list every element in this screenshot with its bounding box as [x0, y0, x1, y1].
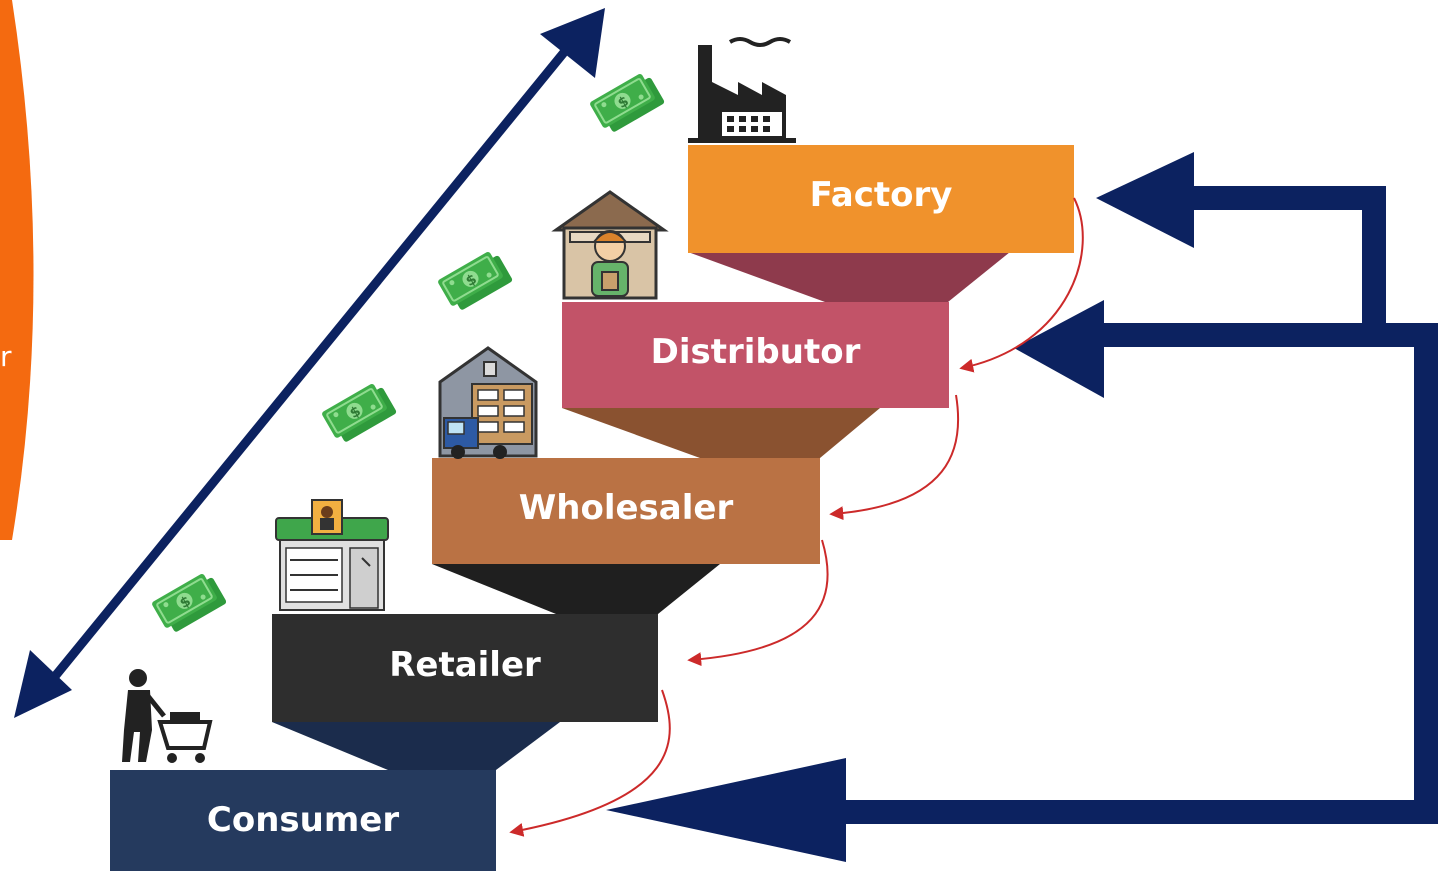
wholesaler-bar [432, 458, 820, 564]
wholesaler-label: Wholesaler [518, 488, 734, 528]
flow-curves [509, 197, 1084, 837]
factory-icon [688, 37, 796, 143]
connector-wholesaler-retailer [432, 564, 720, 614]
money-bills-icon [150, 568, 229, 637]
connector-retailer-consumer [272, 722, 560, 770]
consumer-bar [110, 770, 496, 871]
side-panel-mark: r [0, 340, 12, 373]
retailer-label: Retailer [389, 645, 541, 685]
distributor-label: Distributor [650, 332, 861, 372]
diagonal-double-arrow [14, 8, 605, 718]
arrow-to-consumer-head [606, 758, 846, 862]
arrow-to-factory-head [1096, 152, 1194, 248]
factory-bar [688, 145, 1074, 253]
shopper-cart-icon [122, 669, 213, 763]
feedback-arrows [606, 152, 1438, 862]
distributor-bar [562, 302, 949, 408]
money-bills-icon [436, 246, 515, 315]
arrow-to-distributor-head [1014, 300, 1104, 398]
shop-icon [275, 499, 389, 611]
retailer-bar [272, 614, 658, 722]
factory-label: Factory [809, 175, 953, 215]
consumer-label: Consumer [206, 800, 400, 840]
warehouse-worker-icon [551, 190, 669, 300]
money-bills-icon [320, 378, 399, 447]
orange-side-panel [0, 0, 34, 540]
warehouse-truck-icon [438, 346, 538, 459]
connector-distributor-wholesaler [562, 408, 880, 458]
money-bills-icon [588, 68, 667, 137]
connector-factory-distributor [688, 252, 1010, 302]
